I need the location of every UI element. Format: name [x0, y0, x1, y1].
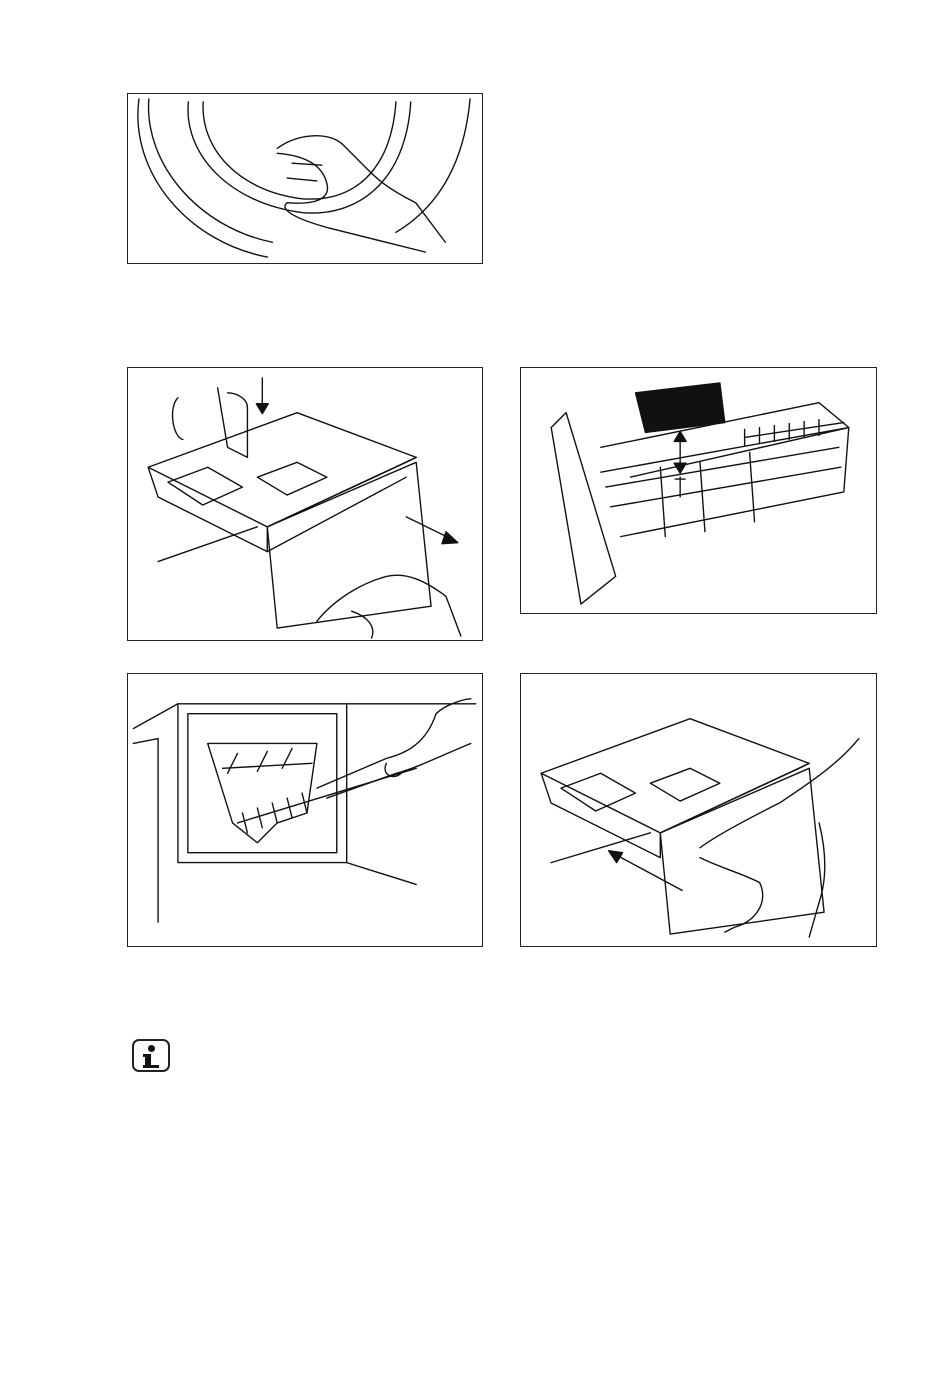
- info-icon-base: [143, 1065, 159, 1068]
- info-icon: [132, 1039, 170, 1072]
- info-icon-stem: [143, 1054, 151, 1066]
- door-seal-illustration: [137, 98, 471, 258]
- drawer-removal-illustration: [147, 377, 462, 639]
- figure-remove-dispenser-drawer: [127, 367, 483, 641]
- drawer-insert-illustration: [540, 717, 860, 938]
- figure-clean-dispenser-recess: [127, 673, 483, 947]
- figure-reinsert-dispenser-drawer: [520, 673, 877, 947]
- figure-remove-siphon-cap: [520, 367, 877, 614]
- info-icon-dot: [148, 1045, 155, 1052]
- recess-brushing-illustration: [132, 698, 477, 923]
- siphon-cap-illustration: [550, 382, 850, 605]
- figure-door-seal-cleaning: [127, 93, 483, 264]
